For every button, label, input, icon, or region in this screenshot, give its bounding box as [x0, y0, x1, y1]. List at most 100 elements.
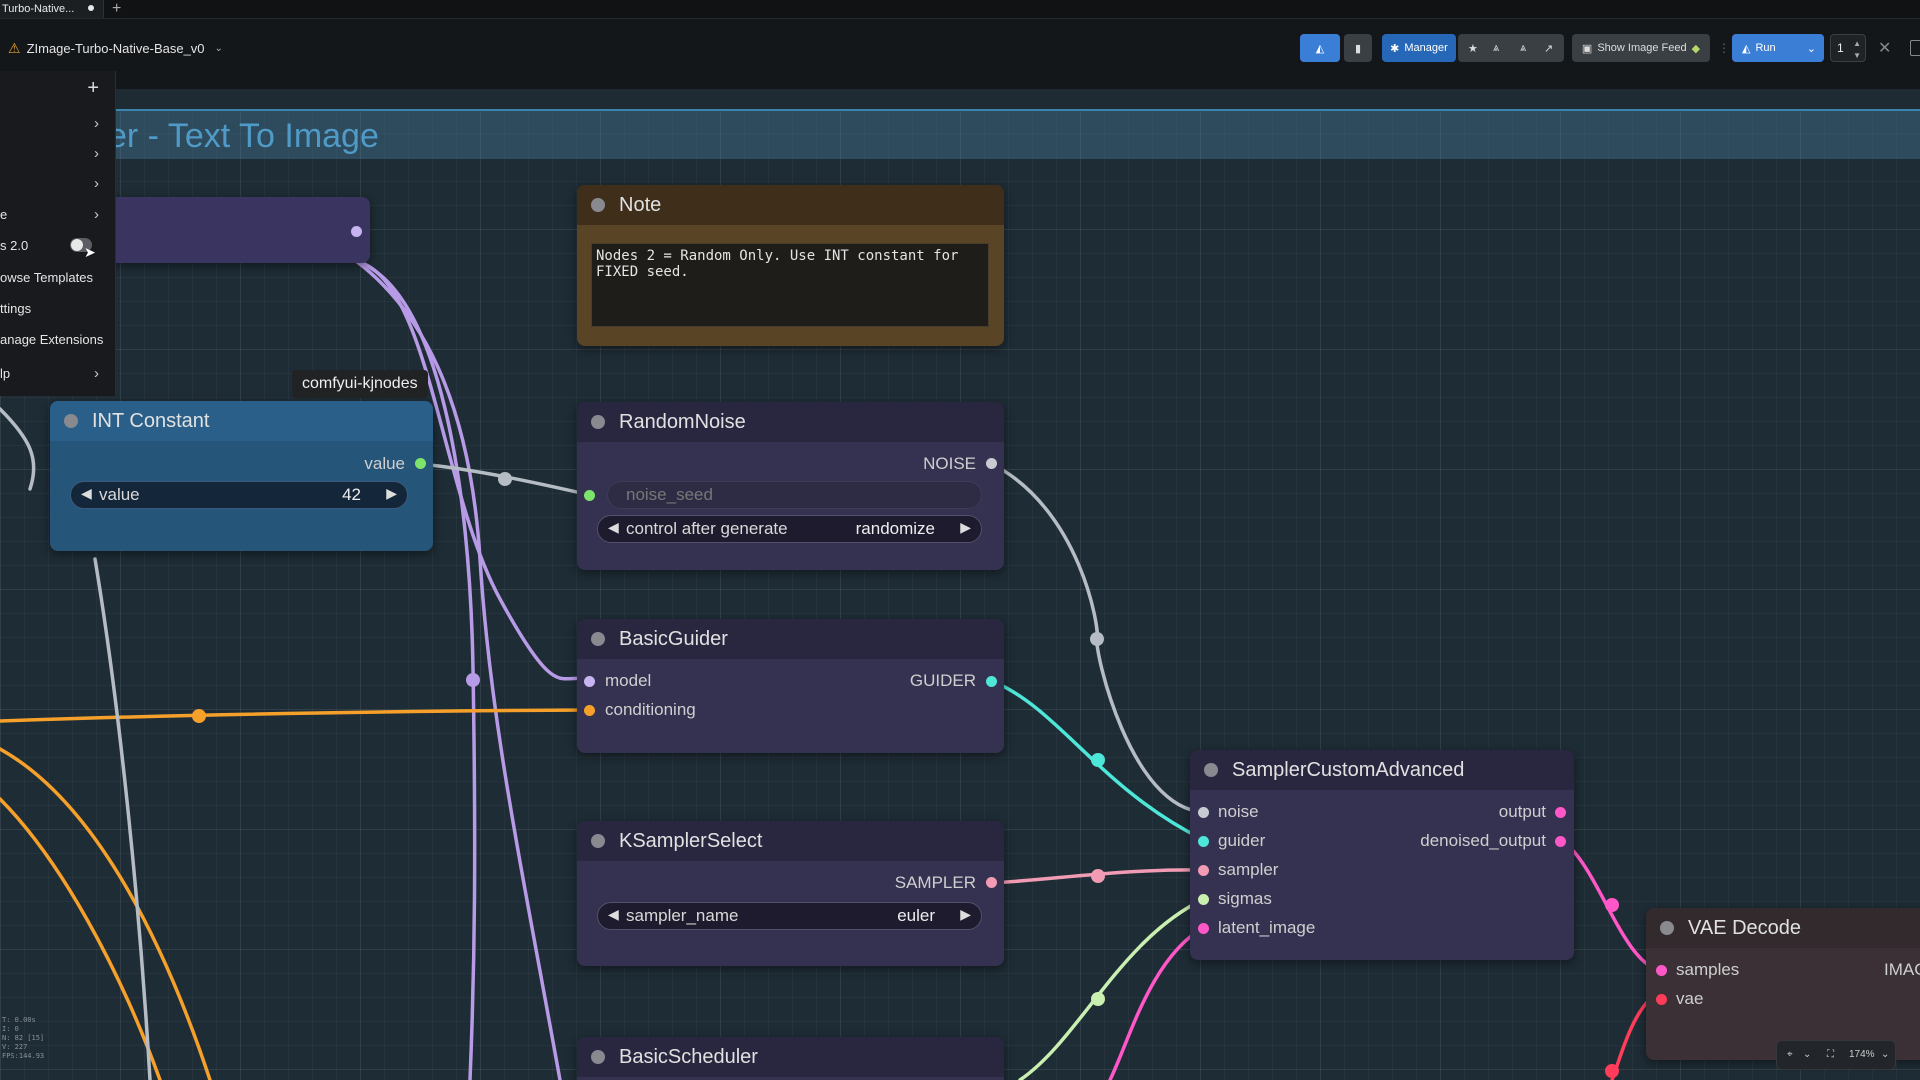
add-icon[interactable]: + [87, 77, 99, 100]
batch-count-value: 1 [1837, 41, 1844, 55]
random-noise-header[interactable]: RandomNoise [577, 402, 1004, 442]
run-button[interactable]: ◭ Run ⌄ [1732, 34, 1824, 62]
collapse-dot-icon[interactable] [591, 415, 605, 429]
stat-line: V: 227 [2, 1043, 44, 1052]
next-arrow-icon[interactable]: ▶ [960, 906, 971, 923]
conditioning-input-socket[interactable] [584, 705, 595, 716]
chevron-down-icon[interactable]: ⌄ [1803, 1049, 1811, 1060]
next-arrow-icon[interactable]: ▶ [960, 519, 971, 536]
prev-arrow-icon[interactable]: ◀ [608, 519, 619, 536]
note-node[interactable]: Note Nodes 2 = Random Only. Use INT cons… [577, 185, 1004, 346]
menu-item-2[interactable]: › [0, 141, 115, 167]
stepper-down-icon[interactable]: ▼ [1853, 43, 1861, 69]
menu-item-nodes-2[interactable]: s 2.0 [0, 233, 115, 259]
note-textarea[interactable]: Nodes 2 = Random Only. Use INT constant … [591, 243, 989, 327]
node-title: INT Constant [92, 410, 209, 433]
menu-item-theme[interactable]: e › [0, 202, 115, 228]
comfy-logo-icon: ◭ [1316, 42, 1324, 55]
menu-item-1[interactable]: › [0, 111, 115, 137]
share-icon[interactable]: ↗ [1544, 42, 1553, 55]
output-label: value [364, 454, 405, 474]
collapse-dot-icon[interactable] [1204, 763, 1218, 777]
int-constant-node[interactable]: INT Constant value ◀ value 42 ▶ [50, 401, 433, 551]
basic-guider-header[interactable]: BasicGuider [577, 619, 1004, 659]
manager-button[interactable]: ✱ Manager [1382, 34, 1456, 62]
guider-output-socket[interactable] [986, 676, 997, 687]
puzzle-icon: ✱ [1390, 42, 1399, 55]
menu-item-manage-extensions[interactable]: anage Extensions [0, 327, 115, 353]
collapse-dot-icon[interactable] [1660, 921, 1674, 935]
drag-handle-icon[interactable]: ⋮ [1718, 41, 1730, 55]
collapse-dot-icon[interactable] [64, 414, 78, 428]
basic-guider-node[interactable]: BasicGuider model conditioning GUIDER [577, 619, 1004, 753]
ksampler-select-header[interactable]: KSamplerSelect [577, 821, 1004, 861]
run-icon: ◭ [1742, 42, 1750, 55]
menu-item-3[interactable]: › [0, 171, 115, 197]
control-after-generate-widget[interactable]: ◀ control after generate randomize ▶ [597, 515, 982, 543]
output-socket[interactable] [1555, 807, 1566, 818]
tab-workflow[interactable]: Turbo-Native... [0, 0, 104, 18]
star-icon[interactable]: ★ [1468, 42, 1478, 55]
vae-decode-node[interactable]: VAE Decode samples vae IMAG [1646, 908, 1920, 1060]
menu-item-browse-templates[interactable]: owse Templates [0, 265, 115, 291]
new-tab-button[interactable]: + [112, 0, 121, 18]
random-noise-node[interactable]: RandomNoise NOISE noise_seed ◀ control a… [577, 402, 1004, 570]
basic-scheduler-node[interactable]: BasicScheduler [577, 1037, 1004, 1080]
collapse-dot-icon[interactable] [591, 198, 605, 212]
sampler-input-socket[interactable] [1198, 865, 1209, 876]
widget-value: randomize [856, 519, 935, 539]
panel-toggle-icon[interactable] [1910, 40, 1920, 56]
node-canvas[interactable]: er - Text To Image [0, 109, 1920, 1080]
node-title: SamplerCustomAdvanced [1232, 759, 1464, 782]
seed-input-socket[interactable] [584, 490, 595, 501]
model-icon[interactable]: ⩓ [1493, 42, 1499, 55]
image-icon: ▣ [1582, 42, 1592, 55]
fit-view-icon[interactable]: ⛶ [1827, 1049, 1834, 1060]
ksampler-select-node[interactable]: KSamplerSelect SAMPLER ◀ sampler_name eu… [577, 821, 1004, 966]
zoom-level[interactable]: 174% [1849, 1049, 1875, 1060]
prev-arrow-icon[interactable]: ◀ [608, 906, 619, 923]
value-output-socket[interactable] [415, 458, 426, 469]
menu-item-help[interactable]: lp › [0, 361, 115, 387]
workflow-name: ZImage-Turbo-Native-Base_v0 [27, 41, 205, 56]
comfy-logo-button[interactable]: ◭ [1300, 34, 1340, 62]
workflow-selector[interactable]: ⚠ ZImage-Turbo-Native-Base_v0 ⌄ [8, 38, 223, 58]
denoised-output-socket[interactable] [1555, 836, 1566, 847]
model-alt-icon[interactable]: ⩓ [1520, 42, 1526, 55]
int-constant-header[interactable]: INT Constant [50, 401, 433, 441]
collapse-dot-icon[interactable] [591, 1050, 605, 1064]
vae-decode-header[interactable]: VAE Decode [1646, 908, 1920, 948]
batch-count-input[interactable]: 1 ▲ ▼ [1830, 34, 1866, 62]
menu-item-settings[interactable]: ttings [0, 296, 115, 322]
sampler-output-socket[interactable] [986, 877, 997, 888]
noise-seed-widget[interactable]: noise_seed [607, 481, 982, 509]
value-widget[interactable]: ◀ value 42 ▶ [70, 481, 408, 509]
sigmas-input-socket[interactable] [1198, 894, 1209, 905]
sampler-name-widget[interactable]: ◀ sampler_name euler ▶ [597, 902, 982, 930]
note-header[interactable]: Note [577, 185, 1004, 225]
basic-scheduler-header[interactable]: BasicScheduler [577, 1037, 1004, 1077]
collapse-dot-icon[interactable] [591, 632, 605, 646]
menu-item-label: owse Templates [0, 270, 93, 285]
select-tool-icon[interactable]: ⌖ [1787, 1049, 1793, 1060]
samples-input-socket[interactable] [1656, 965, 1667, 976]
increment-arrow-icon[interactable]: ▶ [386, 485, 397, 502]
close-icon[interactable]: ✕ [1878, 38, 1891, 58]
show-image-feed-button[interactable]: ▣ Show Image Feed ◆ [1572, 34, 1710, 62]
latent-image-input-socket[interactable] [1198, 923, 1209, 934]
collapse-dot-icon[interactable] [591, 834, 605, 848]
model-input-socket[interactable] [584, 676, 595, 687]
run-options-chevron-icon[interactable]: ⌄ [1807, 42, 1816, 55]
zoom-chevron-icon[interactable]: ⌄ [1881, 1049, 1889, 1060]
input-label: samples [1676, 960, 1739, 980]
guider-input-socket[interactable] [1198, 836, 1209, 847]
sampler-custom-advanced-node[interactable]: SamplerCustomAdvanced noise guider sampl… [1190, 750, 1574, 960]
noise-output-socket[interactable] [986, 458, 997, 469]
vae-input-socket[interactable] [1656, 994, 1667, 1005]
model-output-socket[interactable] [351, 226, 362, 237]
node-title: RandomNoise [619, 411, 746, 434]
sampler-custom-advanced-header[interactable]: SamplerCustomAdvanced [1190, 750, 1574, 790]
decrement-arrow-icon[interactable]: ◀ [81, 485, 92, 502]
noise-input-socket[interactable] [1198, 807, 1209, 818]
bookmark-button[interactable]: ▮ [1344, 34, 1372, 62]
